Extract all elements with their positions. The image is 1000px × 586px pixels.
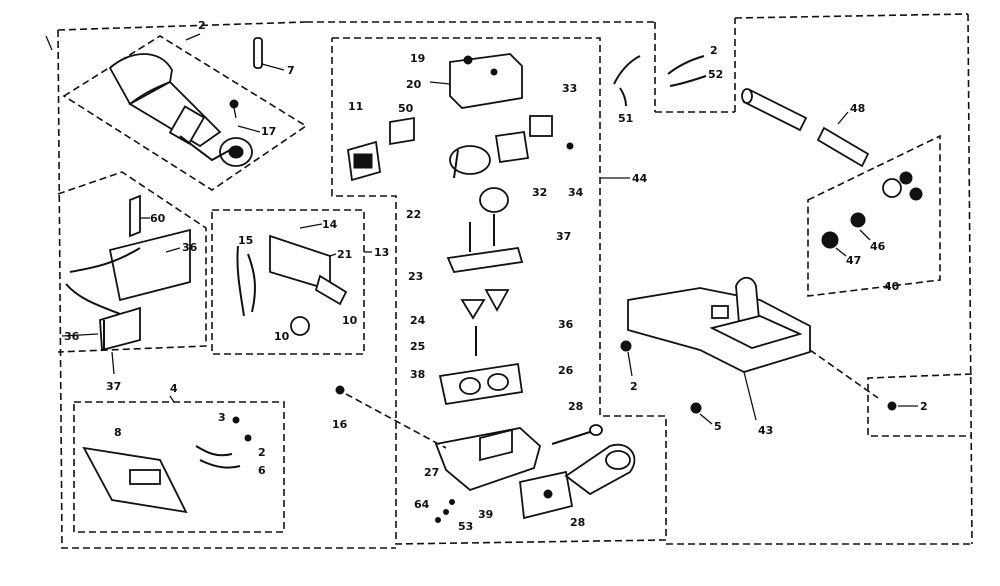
callout-51: 51 (618, 112, 633, 125)
callout-36-left: 36 (182, 241, 198, 254)
callout-8: 8 (114, 426, 122, 439)
pipe-parts (741, 88, 870, 168)
callout-36-left-b: 36 (64, 330, 80, 343)
callout-37-valve: 37 (556, 230, 571, 243)
callout-23: 23 (408, 270, 423, 283)
right-screw-box (867, 373, 973, 437)
callout-26: 26 (558, 364, 574, 377)
callout-6: 6 (258, 464, 266, 477)
callout-2-wire: 2 (710, 44, 718, 57)
callout-2-right: 2 (920, 400, 928, 413)
callout-43: 43 (758, 424, 773, 437)
callout-37-left: 37 (106, 380, 121, 393)
callout-4: 4 (170, 382, 178, 395)
callout-25: 25 (410, 340, 425, 353)
callout-21: 21 (337, 248, 352, 261)
pin-part (253, 37, 285, 71)
callout-48: 48 (850, 102, 865, 115)
callout-13: 13 (374, 246, 389, 259)
valve-parts (335, 53, 636, 523)
callout-34: 34 (568, 186, 584, 199)
pilot-bracket-group (211, 209, 372, 355)
callout-5: 5 (714, 420, 722, 433)
screw-part-17 (229, 99, 261, 133)
callout-27: 27 (424, 466, 439, 479)
callout-53: 53 (458, 520, 473, 533)
outer-frame (45, 13, 973, 549)
callout-24: 24 (410, 314, 426, 327)
callout-7: 7 (287, 64, 295, 77)
callout-11: 11 (348, 100, 363, 113)
callout-14: 14 (322, 218, 338, 231)
callout-10-b: 10 (342, 314, 358, 327)
callout-52: 52 (708, 68, 723, 81)
callout-40: 40 (884, 280, 900, 293)
callout-47: 47 (846, 254, 861, 267)
callout-36-valve: 36 (558, 318, 574, 331)
callout-2-top-left: 2 (198, 19, 206, 32)
callout-3: 3 (218, 411, 226, 424)
callout-44: 44 (632, 172, 648, 185)
callout-46: 46 (870, 240, 886, 253)
callout-10: 10 (274, 330, 290, 343)
callout-64: 64 (414, 498, 430, 511)
orifice-group (807, 134, 941, 297)
valve-group-box (331, 37, 667, 545)
callout-20: 20 (406, 78, 422, 91)
callout-50: 50 (398, 102, 414, 115)
callout-39: 39 (478, 508, 493, 521)
callout-22: 22 (406, 208, 421, 221)
callout-60: 60 (150, 212, 166, 225)
burner-tube-group (62, 33, 308, 191)
callout-19: 19 (410, 52, 425, 65)
callout-28-bottom: 28 (570, 516, 585, 529)
ignitor-group (73, 395, 285, 533)
callout-2-small: 2 (258, 446, 266, 459)
callout-15: 15 (238, 234, 253, 247)
callout-28-top: 28 (568, 400, 583, 413)
callout-17: 17 (261, 125, 276, 138)
wire-parts (613, 55, 707, 107)
thermocouple-group (57, 171, 207, 375)
mounting-bracket (620, 276, 879, 425)
callout-16: 16 (332, 418, 348, 431)
callout-32: 32 (532, 186, 547, 199)
callout-2-bracket: 2 (630, 380, 638, 393)
callout-38-valve: 38 (410, 368, 425, 381)
callout-33: 33 (562, 82, 577, 95)
